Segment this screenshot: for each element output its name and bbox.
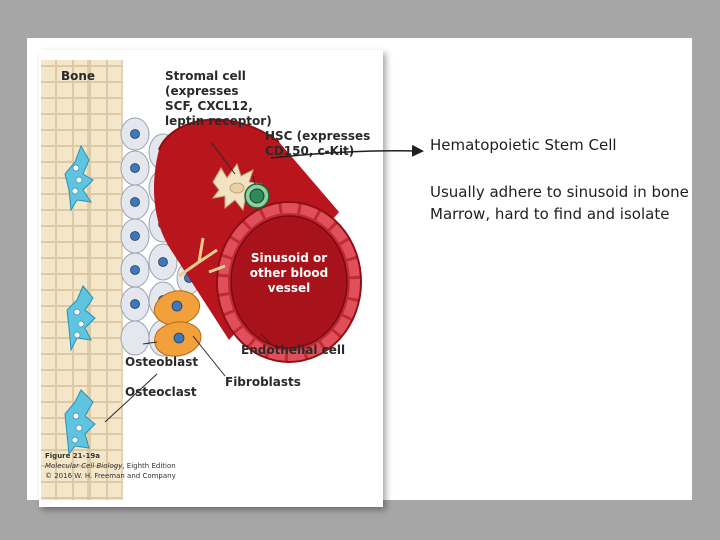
- notes-line-1: Usually adhere to sinusoid in bone: [430, 183, 689, 201]
- label-fibroblasts: Fibroblasts: [225, 375, 301, 389]
- label-sinusoid-3: vessel: [268, 281, 311, 295]
- label-hsc-2: CD150, c-Kit): [265, 144, 354, 158]
- osteoclast-lower: [64, 389, 96, 456]
- label-osteoclast: Osteoclast: [125, 385, 197, 399]
- bone-marrow-niche-diagram: Bone Stromal cell (expresses SCF, CXCL12…: [41, 60, 370, 500]
- osteoclast-upper: [64, 144, 94, 212]
- slide: Bone Stromal cell (expresses SCF, CXCL12…: [27, 38, 692, 507]
- hsc-pointer-arrow: [270, 144, 424, 159]
- caption-book-title: Molecular Cell Biology: [45, 462, 123, 470]
- caption-book: Molecular Cell Biology, Eighth Edition: [45, 462, 176, 470]
- hsc-cell: [244, 183, 270, 209]
- label-bone: Bone: [61, 69, 95, 83]
- figure-panel: Bone Stromal cell (expresses SCF, CXCL12…: [39, 50, 383, 507]
- label-sinusoid-1: Sinusoid or: [251, 251, 327, 265]
- label-pointers: [104, 141, 272, 423]
- blood-vessel: [154, 118, 362, 363]
- notes-line-2: Marrow, hard to find and isolate: [430, 205, 670, 223]
- notes-body: Usually adhere to sinusoid in bone Marro…: [430, 181, 700, 225]
- caption-edition: , Eighth Edition: [122, 462, 175, 470]
- osteoclast-middle: [66, 285, 96, 352]
- caption-figure-number: Figure 21-19a: [45, 452, 100, 460]
- label-osteoblast: Osteoblast: [125, 355, 198, 369]
- caption-copyright: © 2016 W. H. Freeman and Company: [45, 472, 176, 480]
- label-stromal-2: (expresses: [165, 84, 239, 98]
- label-hsc-1: HSC (expresses: [265, 129, 370, 143]
- label-endothelial: Endothelial cell: [241, 343, 345, 357]
- hsc-arrow-layer: [270, 144, 424, 159]
- label-sinusoid-2: other blood: [250, 266, 329, 280]
- label-stromal-1: Stromal cell: [165, 69, 246, 83]
- stromal-process: [178, 237, 226, 278]
- label-stromal-3: SCF, CXCL12,: [165, 99, 253, 113]
- fibroblast-cells: [153, 290, 202, 357]
- notes-heading: Hematopoietic Stem Cell: [430, 136, 617, 154]
- label-stromal-4: leptin receptor): [165, 114, 272, 128]
